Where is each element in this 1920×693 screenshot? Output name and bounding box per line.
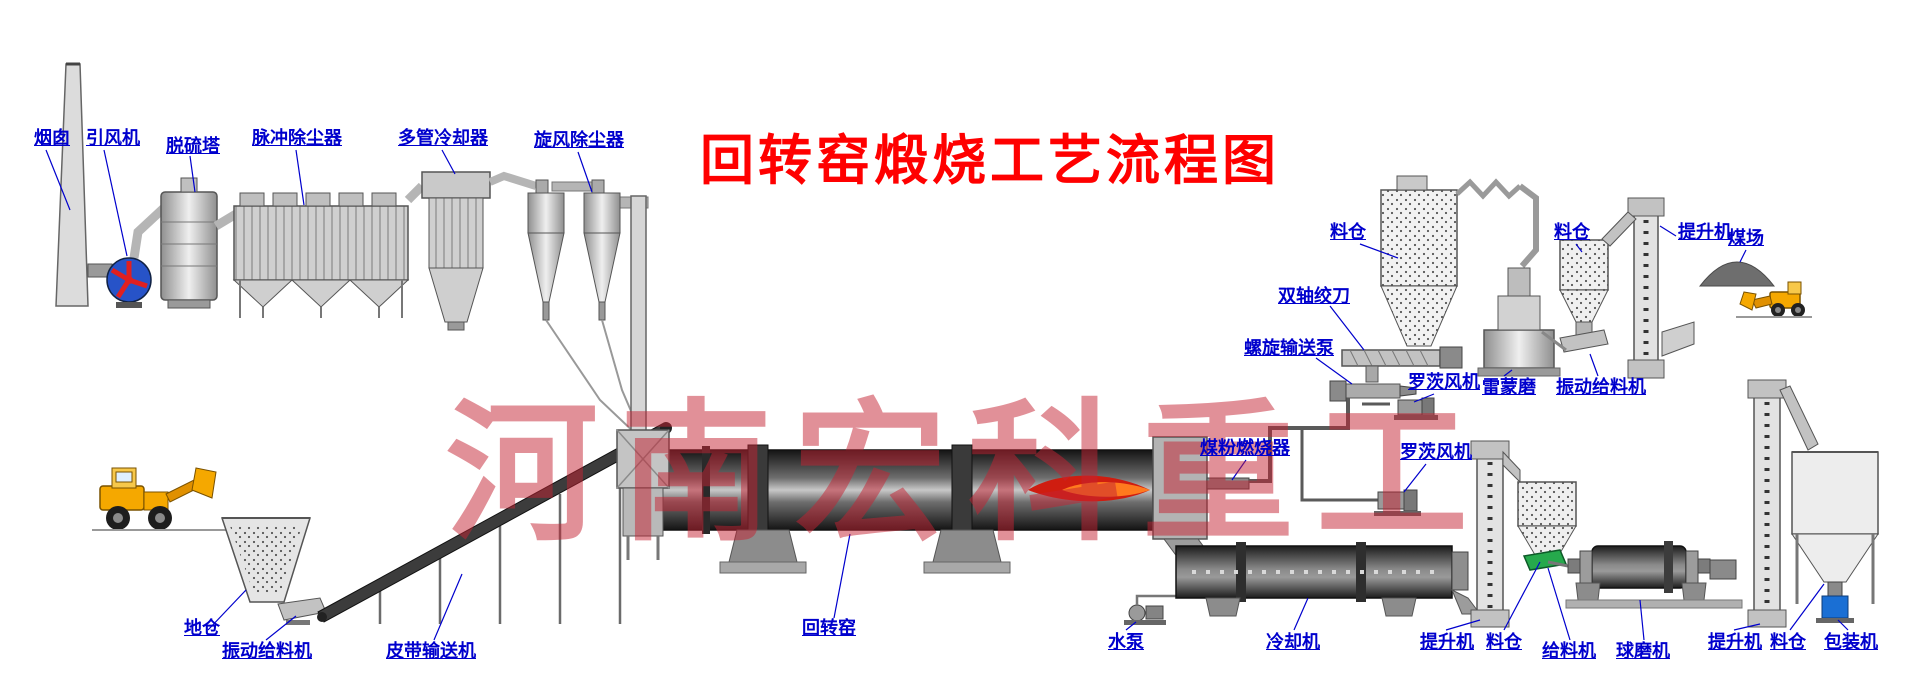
roots-blower-2	[1374, 489, 1421, 516]
label-vibrating-feeder-mill: 振动给料机	[1556, 377, 1646, 397]
label-induced-draft-fan: 引风机	[86, 128, 140, 148]
packing-machine	[1816, 581, 1854, 623]
label-coal-elevator: 提升机	[1678, 222, 1732, 242]
label-cyclone-dust-collector: 旋风除尘器	[534, 130, 624, 150]
cyclone-dust-collector	[488, 171, 649, 437]
product-silo	[1791, 451, 1879, 604]
desulfurization-tower	[160, 177, 218, 309]
screw-conveyor-pump	[1329, 380, 1417, 402]
coal-yard	[1698, 261, 1776, 287]
wheel-loader-left	[92, 467, 232, 531]
label-roots-blower-1: 罗茨风机	[1408, 372, 1480, 392]
watermark: 河南宏科重工	[446, 389, 1490, 559]
label-ground-silo: 地仓	[184, 618, 220, 638]
label-product-silo: 料仓	[1770, 632, 1806, 652]
label-rotary-kiln: 回转窑	[802, 618, 856, 638]
label-ball-mill: 球磨机	[1616, 641, 1670, 661]
coal-pipe	[1249, 398, 1390, 502]
label-mill-feed-silo: 料仓	[1486, 632, 1522, 652]
wheel-loader-right	[1736, 281, 1812, 318]
label-coal-yard: 煤场	[1728, 228, 1764, 248]
label-screw-conveyor-pump: 螺旋输送泵	[1244, 338, 1334, 358]
label-cooler-elevator: 提升机	[1420, 632, 1474, 652]
cooler-collector-duct	[404, 182, 426, 204]
chimney	[55, 62, 89, 307]
induced-draft-fan	[87, 257, 152, 308]
diagram-title: 回转窑煅烧工艺流程图	[700, 131, 1280, 191]
ground-silo	[220, 517, 312, 603]
cooler-elevator	[1470, 440, 1521, 628]
product-elevator	[1747, 379, 1819, 628]
coal-powder-silo	[1380, 175, 1539, 347]
multi-tube-cooler	[421, 171, 491, 331]
pulse-dust-collector	[232, 192, 410, 318]
label-packing-machine: 包装机	[1824, 632, 1878, 652]
cooling-machine	[1175, 542, 1481, 617]
label-feeder: 给料机	[1542, 641, 1596, 661]
label-cooling-machine: 冷却机	[1266, 632, 1320, 652]
roots-blower-1	[1394, 397, 1438, 420]
label-double-shaft-auger: 双轴绞刀	[1278, 286, 1350, 306]
label-vibrating-feeder-ground: 振动给料机	[222, 641, 312, 661]
double-shaft-auger	[1341, 346, 1463, 383]
raw-coal-silo	[1559, 239, 1609, 323]
label-coal-burner: 煤粉燃烧器	[1200, 438, 1290, 458]
feeder	[1522, 549, 1569, 571]
rotary-kiln	[660, 444, 1154, 574]
label-raw-coal-silo: 料仓	[1554, 222, 1590, 242]
coal-burner	[1206, 477, 1250, 490]
label-belt-conveyor: 皮带输送机	[386, 641, 476, 661]
ball-mill	[1565, 541, 1743, 609]
vibrating-feeder-mill	[1541, 321, 1609, 353]
label-raymond-mill: 雷蒙磨	[1482, 377, 1536, 397]
collector-tower-duct	[213, 210, 239, 230]
label-water-pump: 水泵	[1108, 632, 1144, 652]
mill-feed-silo	[1517, 481, 1577, 561]
leader-lines	[45, 149, 1849, 641]
label-multi-tube-cooler: 多管冷却器	[398, 128, 488, 148]
label-roots-blower-2: 罗茨风机	[1400, 442, 1472, 462]
coal-elevator	[1601, 197, 1695, 379]
kiln-feed-chute	[616, 429, 670, 560]
raymond-mill	[1477, 267, 1561, 377]
tower-fan-duct	[129, 202, 170, 259]
label-pulse-dust-collector: 脉冲除尘器	[252, 128, 342, 148]
label-product-elevator: 提升机	[1708, 632, 1762, 652]
label-chimney: 烟囱	[34, 128, 70, 148]
label-desulfurization-tower: 脱硫塔	[166, 136, 220, 156]
water-pump	[1124, 594, 1176, 625]
label-coal-powder-silo: 料仓	[1330, 222, 1366, 242]
